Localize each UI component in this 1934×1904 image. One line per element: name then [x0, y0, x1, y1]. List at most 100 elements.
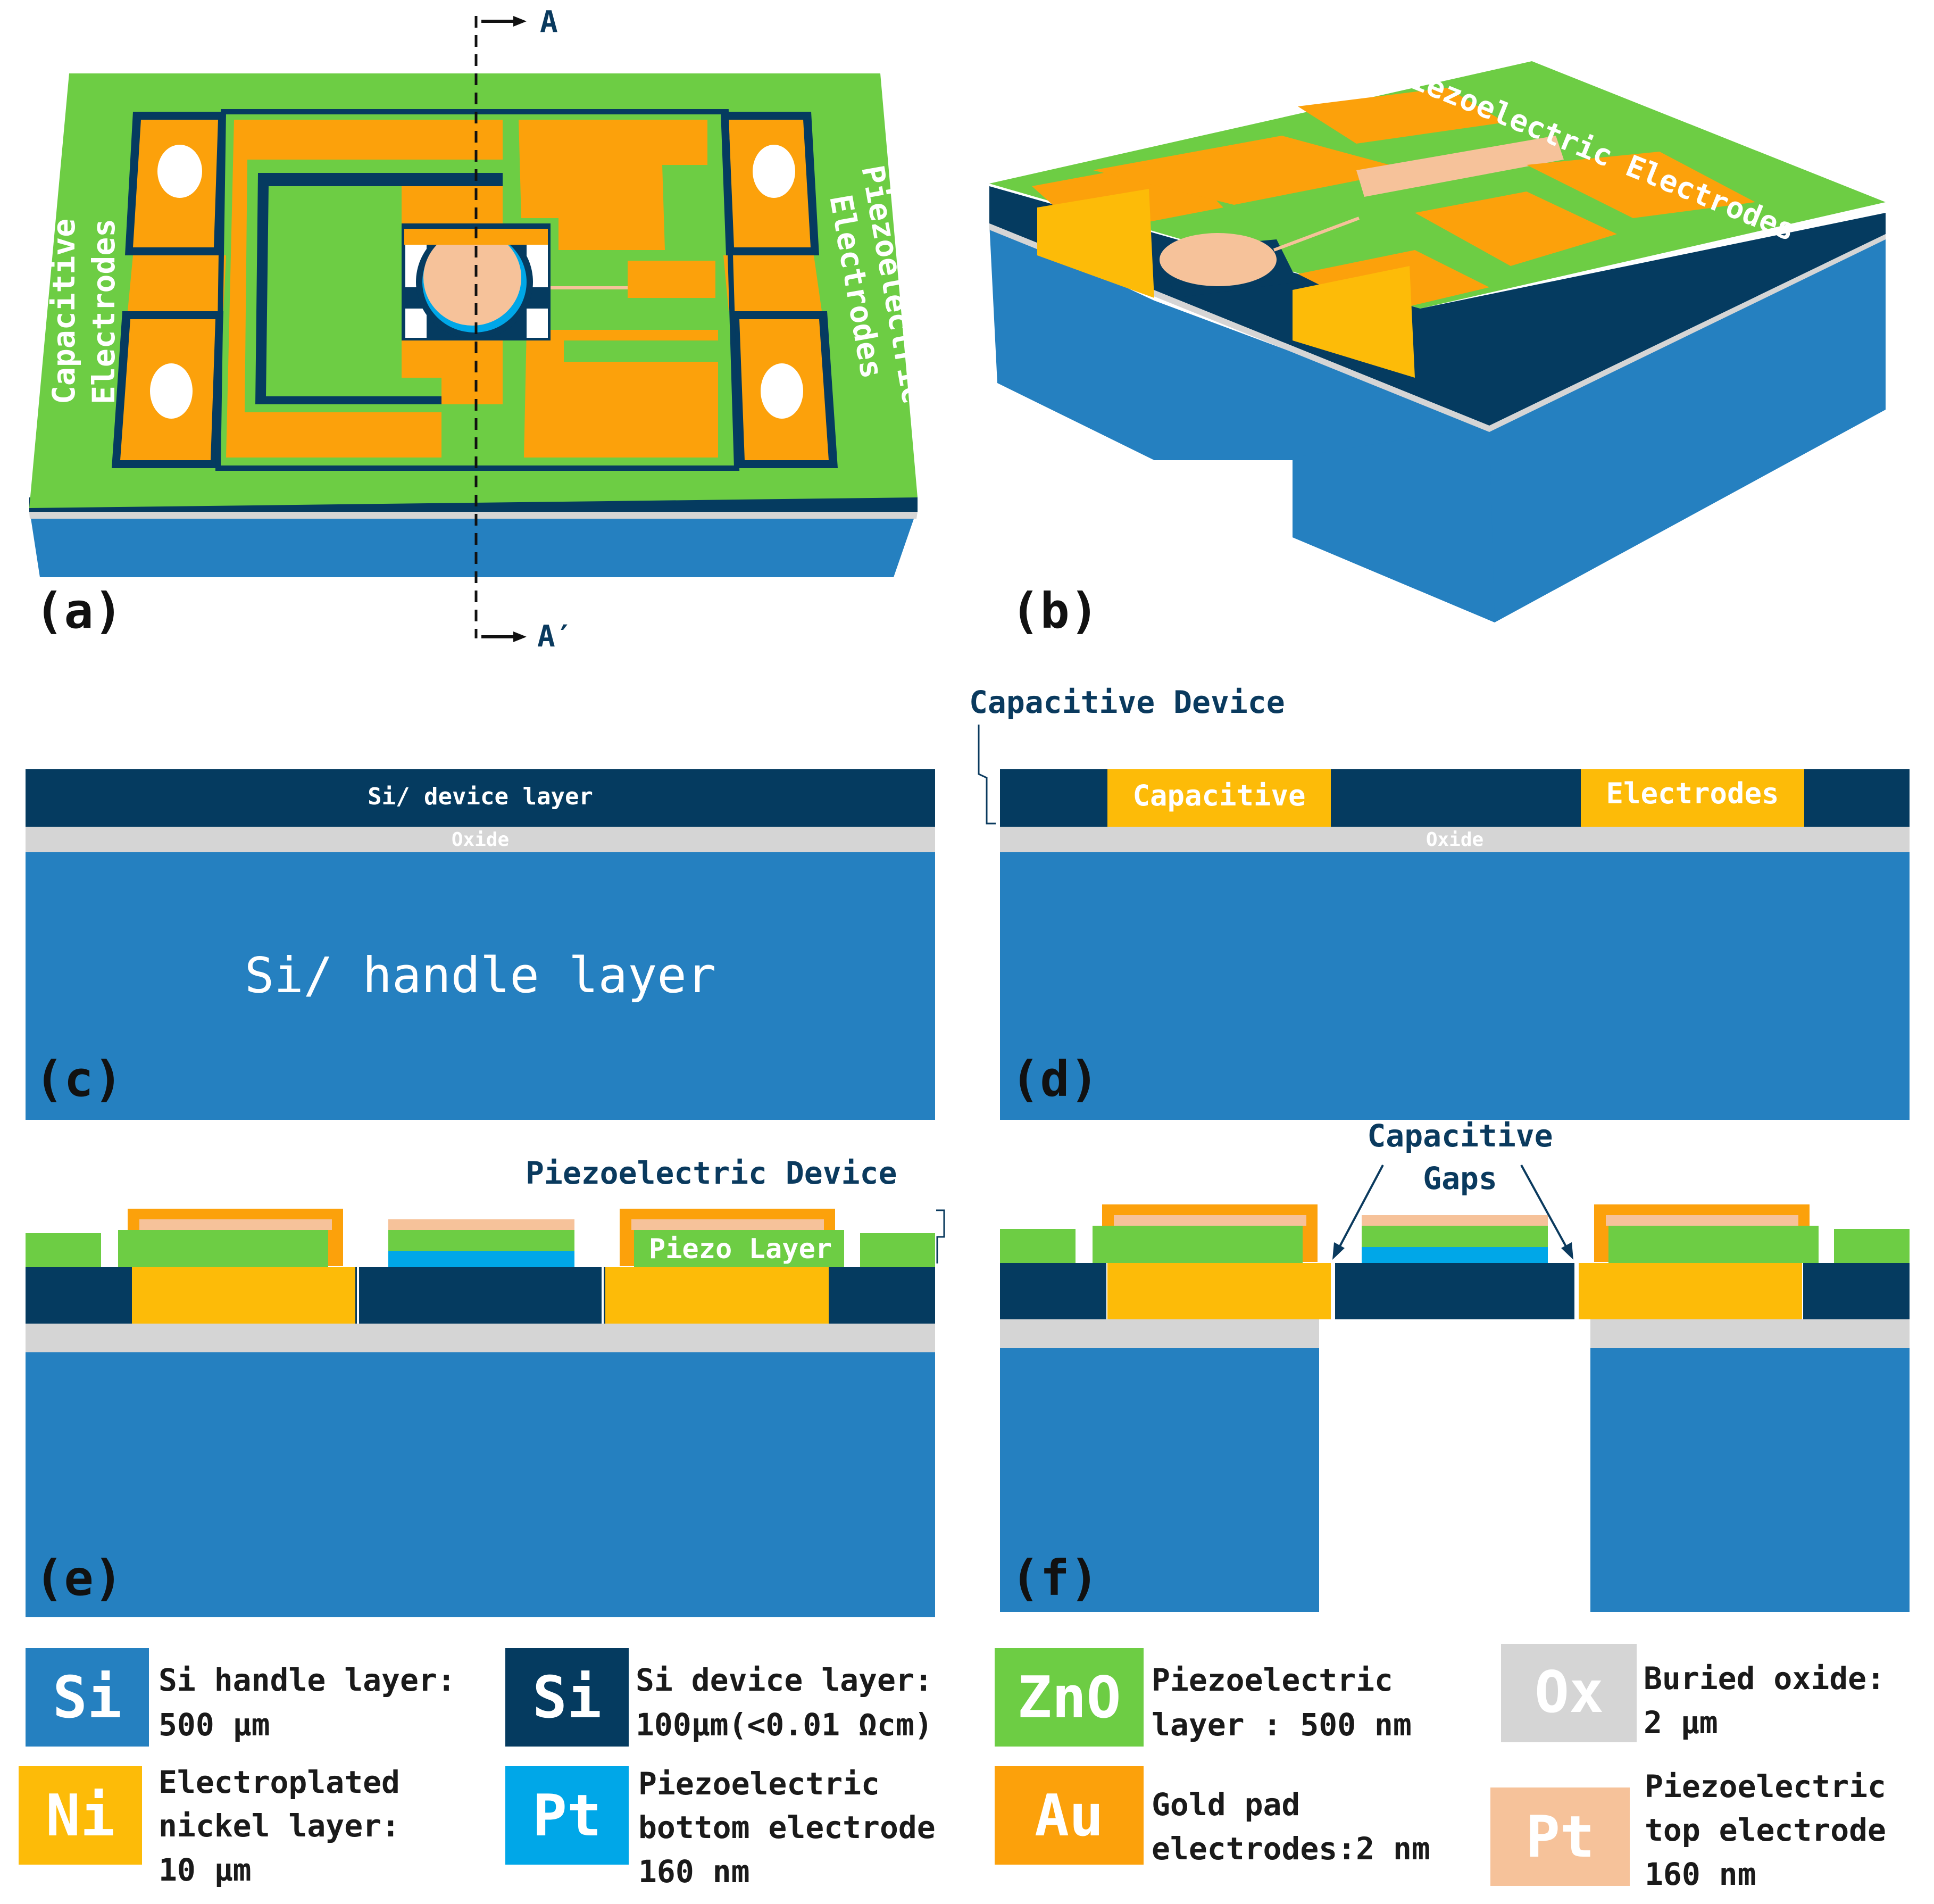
section-arrow-top-head [513, 16, 527, 27]
legend-desc-line: 2 µm [1644, 1705, 1718, 1741]
legend-desc-line: 160 nm [1645, 1856, 1756, 1892]
panel-e-nickel-left [132, 1267, 355, 1324]
panel-e-zno-left [118, 1230, 328, 1267]
panel-a-handle-side [29, 508, 918, 577]
panel-e-bracket [936, 1209, 945, 1263]
legend-desc-line: Piezoelectric [638, 1766, 880, 1802]
legend-swatch [505, 1648, 629, 1747]
panel-e-pttop-right [631, 1219, 824, 1230]
legend-item-zno: ZnO Piezoelectric layer : 500 nm [995, 1648, 1412, 1747]
panel-c-label: (c) [35, 1051, 123, 1108]
panel-f-title-1: Capacitive [1367, 1118, 1553, 1154]
panel-f-zno-right [1608, 1226, 1819, 1263]
panel-f-arrow-right [1520, 1165, 1569, 1251]
legend-item-si-handle: Si Si handle layer: 500 µm [26, 1648, 456, 1747]
panel-f-zno-edge-left [1000, 1229, 1076, 1263]
legend-desc-line: bottom electrode [638, 1809, 936, 1845]
panel-d-bracket [978, 725, 996, 825]
legend-desc-line: electrodes:2 nm [1152, 1831, 1430, 1867]
legend-item-oxide: Ox Buried oxide: 2 µm [1501, 1644, 1885, 1742]
legend-swatch [19, 1766, 142, 1865]
panel-d-label: (d) [1011, 1051, 1099, 1108]
legend-symbol: Pt [1525, 1804, 1595, 1870]
legend-symbol: Pt [532, 1783, 602, 1849]
panel-d-handle [1000, 851, 1910, 1120]
panel-a-label: (a) [35, 583, 123, 639]
panel-c-handle-text: Si/ handle layer [245, 947, 716, 1004]
legend-item-gold: Au Gold pad electrodes:2 nm [995, 1766, 1430, 1867]
legend-symbol: Si [532, 1665, 602, 1731]
legend-desc-line: layer : 500 nm [1152, 1707, 1412, 1743]
panel-e-label: (e) [35, 1550, 123, 1607]
panel-e-pttop-center [388, 1219, 574, 1230]
legend-desc-line: nickel layer: [159, 1808, 400, 1844]
legend-swatch [995, 1766, 1144, 1865]
panel-e: Piezo Layer Piezoelectric Device (e) [26, 1155, 945, 1617]
panel-e-pttop-left [139, 1219, 332, 1230]
panel-f-pttop-center [1362, 1215, 1548, 1226]
panel-f-title-2: Gaps [1423, 1160, 1497, 1196]
legend-swatch [1490, 1787, 1630, 1886]
legend-symbol: Au [1035, 1783, 1104, 1849]
panel-b-label: (b) [1011, 583, 1099, 639]
panel-f-arrow-left [1337, 1165, 1384, 1251]
panel-b-device-side [989, 186, 1886, 426]
panel-e-zno-edge-right [860, 1233, 935, 1267]
corner-pads [112, 112, 838, 468]
panel-c-handle [26, 851, 935, 1120]
legend-desc-line: Gold pad [1152, 1786, 1300, 1823]
right-piezo-electrodes [519, 120, 718, 458]
panel-f-zno-edge-right [1834, 1229, 1910, 1263]
legend-desc-line: Piezoelectric [1152, 1662, 1393, 1698]
legend-symbol: Ox [1535, 1659, 1604, 1726]
panel-a-left-text-1: Capacitive [46, 219, 82, 404]
legend-desc-line: 500 µm [159, 1707, 270, 1743]
legend-desc-line: 10 µm [159, 1852, 252, 1888]
panel-c: Si/ device layer Oxide Si/ handle layer … [26, 769, 935, 1120]
panel-c-oxide [26, 826, 935, 852]
panel-e-handle [26, 1351, 935, 1617]
legend-item-pt-bottom: Pt Piezoelectric bottom electrode 160 nm [505, 1766, 936, 1890]
legend-item-nickel: Ni Electroplated nickel layer: 10 µm [19, 1764, 400, 1888]
panel-e-nickel-right [605, 1267, 829, 1324]
frame-groove [215, 109, 740, 471]
panel-d-title: Capacitive Device [969, 684, 1285, 720]
panel-f-device-left [1000, 1263, 1106, 1319]
panel-f-handle-left [1000, 1347, 1319, 1612]
section-label-top: A [540, 5, 558, 39]
panel-d-oxide-text: Oxide [1426, 829, 1483, 851]
panel-e-zno-center [388, 1230, 574, 1251]
panel-d-electrode-left [1107, 769, 1331, 827]
panel-a-left-text-2: Electrodes [86, 219, 122, 404]
panel-e-ptbot-center [388, 1251, 574, 1267]
panel-a: A A′ Capacitive Electrodes Piezoelectric… [29, 5, 932, 654]
panel-f-oxide-left [1000, 1319, 1319, 1348]
panel-c-oxide-text: Oxide [452, 829, 509, 851]
panel-f-pttop-left [1114, 1215, 1306, 1226]
legend-symbol: ZnO [1017, 1665, 1121, 1731]
legend-desc-line: 160 nm [638, 1853, 750, 1890]
left-bar [128, 255, 226, 311]
legend-item-si-device: Si Si device layer: 100µm(<0.01 Ωcm) [505, 1648, 933, 1747]
panel-f: Capacitive Gaps (f) [1000, 1118, 1910, 1612]
panel-e-zno-edge-left [26, 1233, 101, 1267]
panel-b: Piezoelectric Electrodes (b) [989, 55, 1886, 639]
panel-e-title: Piezoelectric Device [526, 1155, 897, 1191]
panel-d-electrode-right [1581, 769, 1804, 827]
panel-f-ptbot-center [1362, 1247, 1548, 1263]
panel-d: Capacitive Electrodes Oxide Capacitive D… [969, 684, 1910, 1120]
section-label-bottom: A′ [537, 619, 573, 654]
center-device [402, 223, 551, 340]
legend-desc-line: Si device layer: [636, 1662, 933, 1698]
legend-item-pt-top: Pt Piezoelectric top electrode 160 nm [1490, 1768, 1886, 1892]
panel-c-device-text: Si/ device layer [368, 783, 593, 810]
panel-f-arrow-right-head [1561, 1242, 1573, 1260]
panel-c-device [26, 769, 935, 827]
legend-swatch [26, 1648, 149, 1747]
panel-d-oxide [1000, 826, 1910, 852]
panel-f-device-center [1335, 1263, 1574, 1319]
legend-symbol: Ni [46, 1783, 115, 1849]
panel-d-elec-left-text: Capacitive [1132, 779, 1305, 812]
panel-e-piezo-text: Piezo Layer [649, 1233, 832, 1265]
